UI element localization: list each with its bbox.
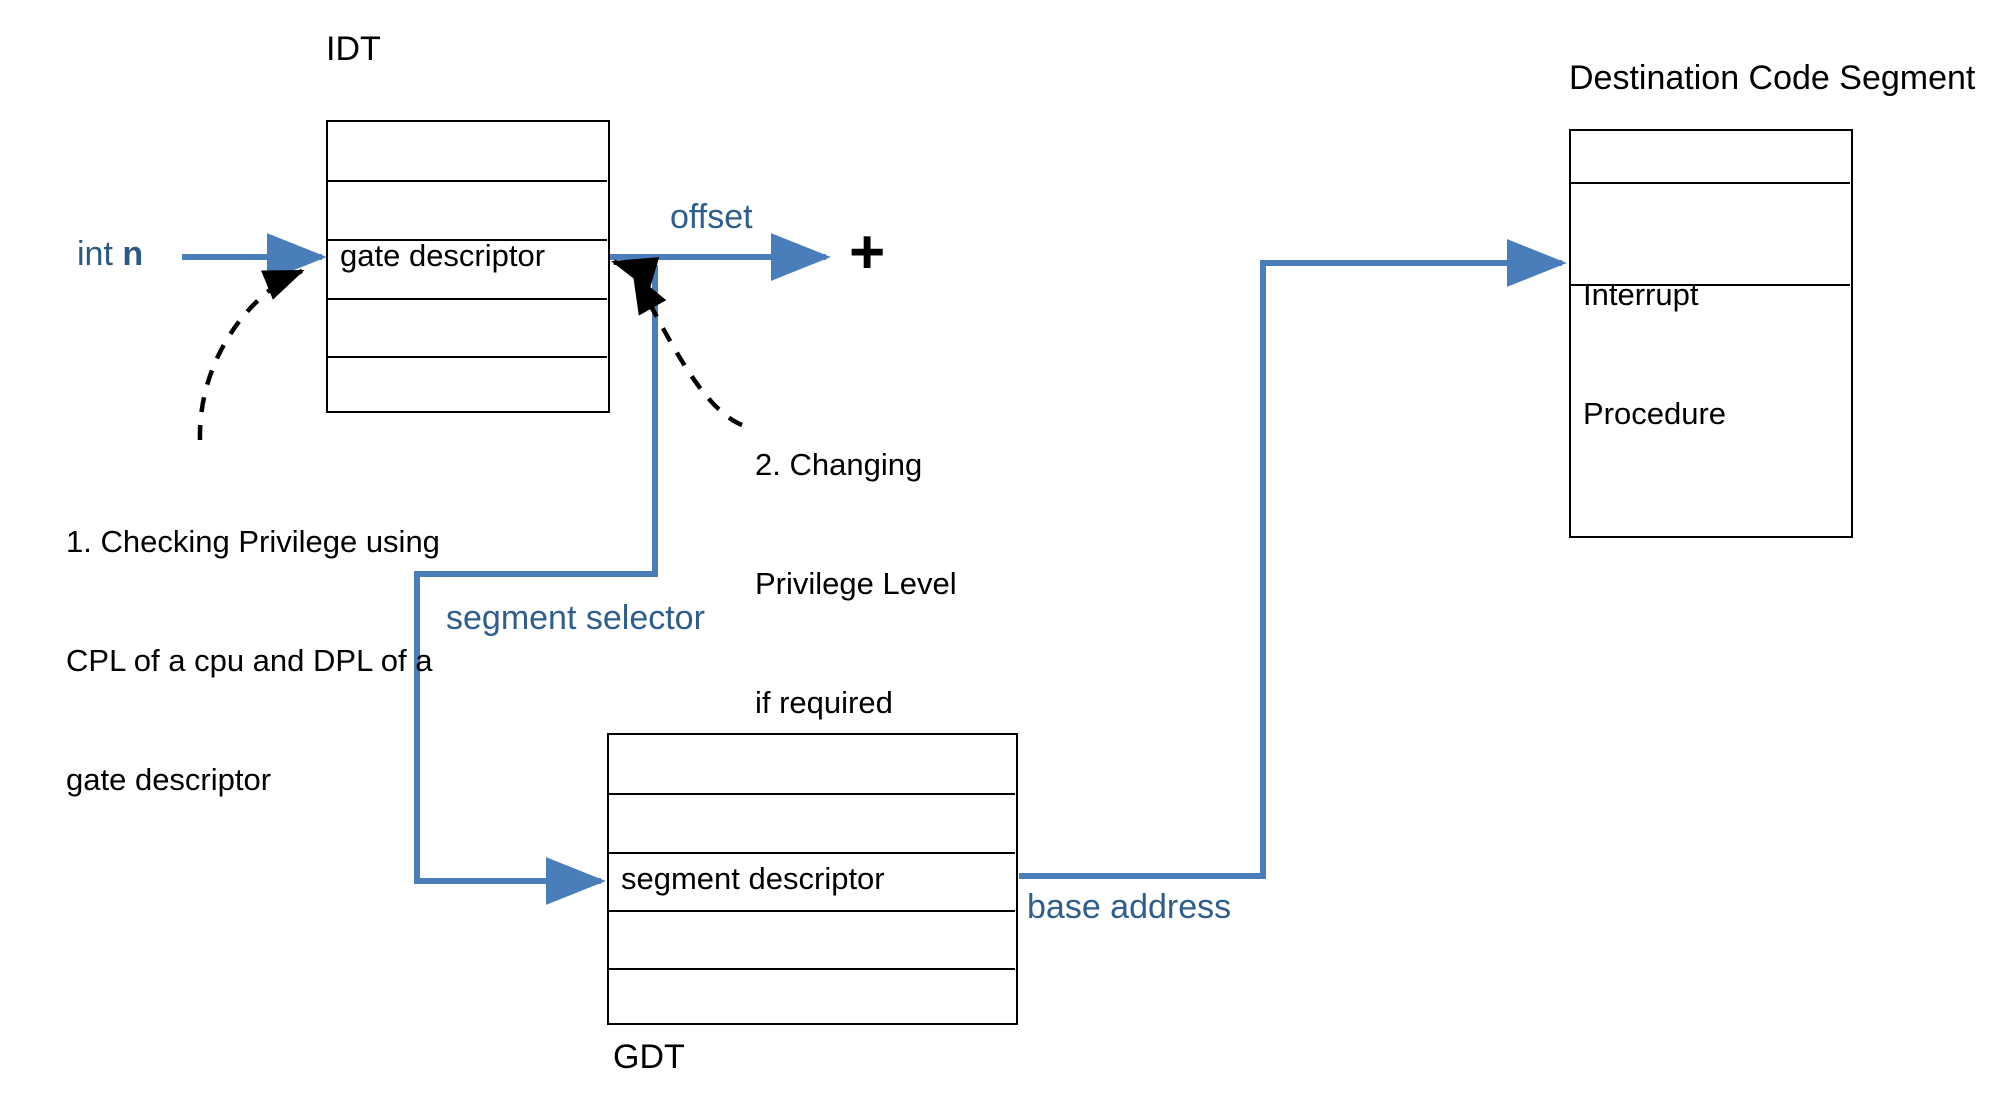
destination-code-segment-title: Destination Code Segment <box>1569 59 1976 97</box>
gdt-row-divider-4 <box>609 968 1015 970</box>
base-address-label: base address <box>1027 888 1232 926</box>
note-1-line-2: CPL of a cpu and DPL of a <box>66 643 433 679</box>
note-2-line-1: 2. Changing <box>755 447 923 483</box>
callout-note-1 <box>197 268 305 441</box>
segment-selector-label: segment selector <box>446 599 705 637</box>
gdt-segment-descriptor-cell: segment descriptor <box>621 861 885 896</box>
gdt-title: GDT <box>613 1038 685 1076</box>
connector-base-address <box>1019 239 1567 879</box>
dest-row-divider-1 <box>1571 182 1850 184</box>
idt-title: IDT <box>326 30 381 68</box>
note-1: 1. Checking Privilege using CPL of a cpu… <box>66 443 440 879</box>
idt-table <box>326 120 610 413</box>
arrow-selector-into-gate-descriptor <box>611 257 660 291</box>
note-2-line-3: if required <box>755 685 893 721</box>
gdt-row-divider-3 <box>609 910 1015 912</box>
note-1-line-1: 1. Checking Privilege using <box>66 524 440 560</box>
idt-row-divider-2 <box>328 239 607 241</box>
dest-row-divider-2 <box>1571 284 1850 286</box>
interrupt-procedure-line-1: Interrupt <box>1583 277 1699 313</box>
idt-row-divider-1 <box>328 180 607 182</box>
idt-row-divider-4 <box>328 356 607 358</box>
int-keyword: int <box>77 235 123 273</box>
note-2-line-2: Privilege Level <box>755 566 957 602</box>
gdt-row-divider-2 <box>609 852 1015 854</box>
interrupt-procedure-cell: Interrupt Procedure <box>1583 196 1726 513</box>
note-2: 2. Changing Privilege Level if required <box>755 366 957 802</box>
idt-row-divider-3 <box>328 298 607 300</box>
idt-gate-descriptor-cell: gate descriptor <box>340 238 546 273</box>
note-1-line-3: gate descriptor <box>66 762 272 798</box>
interrupt-procedure-line-2: Procedure <box>1583 396 1727 432</box>
int-n-label: int n <box>77 233 143 277</box>
offset-label: offset <box>670 198 753 236</box>
destination-code-segment-box <box>1569 129 1853 538</box>
gdt-table <box>607 733 1018 1025</box>
plus-operator: + <box>849 218 886 287</box>
int-operand: n <box>122 235 144 273</box>
callout-note-2 <box>632 272 743 428</box>
gdt-row-divider-1 <box>609 793 1015 795</box>
